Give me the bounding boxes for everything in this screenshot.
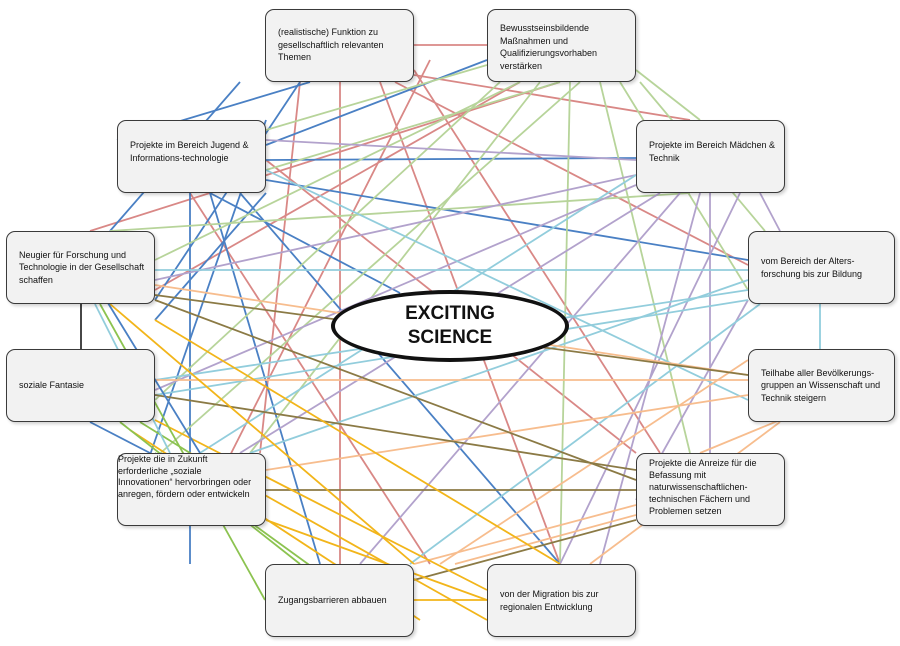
- link-line: [599, 192, 701, 565]
- link-line: [89, 81, 561, 232]
- link-line: [265, 81, 561, 171]
- node-incentive-projects: Projekte die Anreize für die Befassung m…: [636, 453, 785, 526]
- node-social-fantasy: soziale Fantasie: [6, 349, 155, 422]
- link-line: [259, 81, 301, 454]
- link-line: [265, 139, 637, 161]
- link-line: [154, 81, 521, 291]
- node-participation: Teilhabe aller Bevölkerungs-gruppen an W…: [748, 349, 895, 422]
- link-line: [109, 192, 691, 232]
- link-line: [209, 192, 401, 294]
- node-girls-technology: Projekte im Bereich Mädchen & Technik: [636, 120, 785, 193]
- link-line: [129, 81, 581, 481]
- link-line: [265, 59, 488, 146]
- link-line: [109, 303, 415, 565]
- center-ellipse: EXCITING SCIENCE: [331, 290, 569, 362]
- node-access-barriers: Zugangsbarrieren abbauen: [265, 564, 414, 637]
- link-line: [359, 192, 681, 565]
- link-line: [154, 319, 561, 565]
- link-line: [599, 81, 691, 454]
- link-line: [454, 514, 637, 565]
- link-line: [209, 192, 321, 565]
- node-realistic-function: (realistische) Funktion zu gesellschaftl…: [265, 9, 414, 82]
- node-youth-it: Projekte im Bereich Jugend & Information…: [117, 120, 266, 193]
- link-line: [699, 419, 781, 454]
- link-line: [189, 192, 431, 565]
- link-line: [413, 519, 637, 581]
- link-line: [265, 169, 749, 401]
- link-line: [413, 504, 637, 565]
- link-line: [265, 157, 637, 161]
- node-migration: von der Migration bis zur regionalen Ent…: [487, 564, 636, 637]
- link-line: [154, 394, 637, 471]
- link-line: [154, 419, 488, 591]
- link-line: [89, 421, 151, 454]
- link-line: [635, 69, 701, 121]
- link-line: [154, 81, 501, 401]
- link-line: [139, 421, 191, 454]
- node-awareness-measures: Bewusstseinsbildende Maßnahmen und Quali…: [487, 9, 636, 82]
- link-line: [239, 192, 561, 565]
- link-line: [265, 179, 749, 261]
- link-line: [154, 192, 267, 321]
- link-line: [413, 74, 691, 121]
- link-line: [249, 279, 749, 454]
- link-line: [409, 303, 761, 565]
- link-line: [265, 519, 488, 601]
- node-curiosity: Neugier für Forschung und Technologie in…: [6, 231, 155, 304]
- node-social-innovations: Projekte die in Zukunft erforderliche „s…: [117, 453, 266, 526]
- link-line: [154, 184, 637, 391]
- link-line: [154, 299, 637, 481]
- link-line: [154, 174, 637, 281]
- link-line: [265, 64, 488, 131]
- link-line: [413, 69, 661, 454]
- link-line: [759, 192, 781, 232]
- node-aging-research: vom Bereich der Alters-forschung bis zur…: [748, 231, 895, 304]
- link-line: [439, 359, 749, 565]
